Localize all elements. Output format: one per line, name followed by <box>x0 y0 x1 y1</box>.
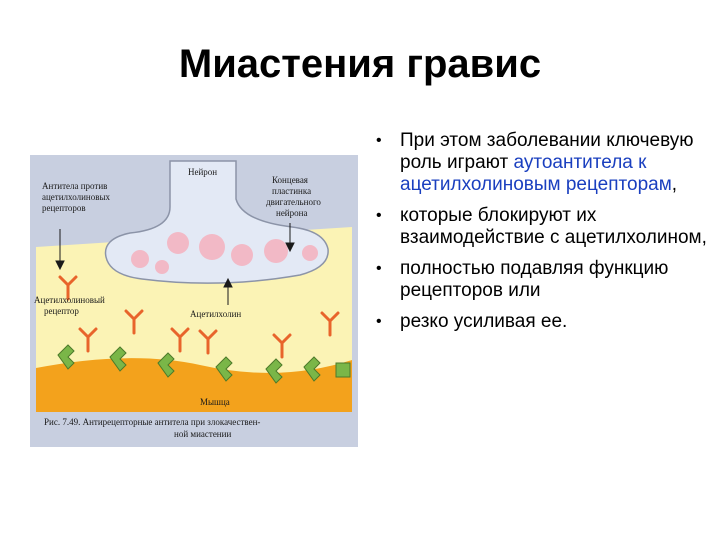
vesicle <box>131 250 149 268</box>
label-receptor-1: Ацетилхолиновый <box>34 295 105 305</box>
antibody <box>78 327 98 353</box>
bullet-dot: • <box>376 207 382 224</box>
slide-title: Миастения гравис <box>178 42 542 86</box>
vesicle <box>155 260 169 274</box>
figure-caption-1: Рис. 7.49. Антирецепторные антитела при … <box>44 417 260 427</box>
bullet-dot: • <box>376 132 382 149</box>
vesicle <box>264 239 288 263</box>
bullet-dot: • <box>376 313 382 330</box>
vesicle <box>231 244 253 266</box>
arrow-head <box>285 242 295 253</box>
antibody <box>170 327 190 353</box>
arrow-head <box>223 277 233 288</box>
label-antibodies-3: рецепторов <box>42 203 86 213</box>
receptor <box>335 362 351 378</box>
receptor <box>109 346 127 372</box>
bullet-text: которые блокируют их взаимодействие с ац… <box>400 205 707 248</box>
label-acetylcholine: Ацетилхолин <box>190 309 241 319</box>
bullet-text-end: , <box>671 174 678 195</box>
antibody <box>272 333 292 359</box>
label-receptor-2: рецептор <box>44 306 79 316</box>
bullet-dot: • <box>376 260 382 277</box>
figure-caption-2: ной миастении <box>174 429 231 439</box>
bullet-item: • резко усиливая ее. <box>368 311 708 333</box>
muscle-layer <box>36 358 352 412</box>
bullet-list: • При этом заболевании ключевую роль игр… <box>368 130 708 342</box>
receptor <box>215 356 233 382</box>
arrow-head <box>55 260 65 271</box>
myasthenia-diagram: Нейрон Антитела против ацетилхолиновых р… <box>30 155 358 447</box>
label-antibodies-2: ацетилхолиновых <box>42 192 111 202</box>
receptor <box>57 344 75 370</box>
bullet-text: полностью подавляя функцию рецепторов ил… <box>400 258 669 301</box>
antibody <box>124 309 144 335</box>
vesicle <box>199 234 225 260</box>
receptor <box>265 358 283 384</box>
vesicle <box>167 232 189 254</box>
label-endplate-3: двигательного <box>266 197 321 207</box>
receptor <box>157 352 175 378</box>
label-muscle: Мышца <box>200 397 230 407</box>
label-neuron: Нейрон <box>188 167 217 177</box>
label-antibodies-1: Антитела против <box>42 181 107 191</box>
label-endplate-4: нейрона <box>276 208 307 218</box>
bullet-text: резко усиливая ее. <box>400 311 568 332</box>
bullet-item: • полностью подавляя функцию рецепторов … <box>368 258 708 302</box>
antibody <box>198 329 218 355</box>
diagram-figure: Нейрон Антитела против ацетилхолиновых р… <box>30 155 358 447</box>
receptor <box>303 356 321 382</box>
bullet-text: При этом заболевании ключевую роль играю… <box>400 130 694 173</box>
antibody <box>320 311 340 337</box>
label-endplate-2: пластинка <box>272 186 311 196</box>
vesicle <box>302 245 318 261</box>
bullet-item: • При этом заболевании ключевую роль игр… <box>368 130 708 196</box>
bullet-highlight: аутоантитела к ацетилхолиновым рецептора… <box>400 152 672 195</box>
bullet-item: • которые блокируют их взаимодействие с … <box>368 205 708 249</box>
label-endplate-1: Концевая <box>272 175 308 185</box>
antibody <box>58 275 78 301</box>
